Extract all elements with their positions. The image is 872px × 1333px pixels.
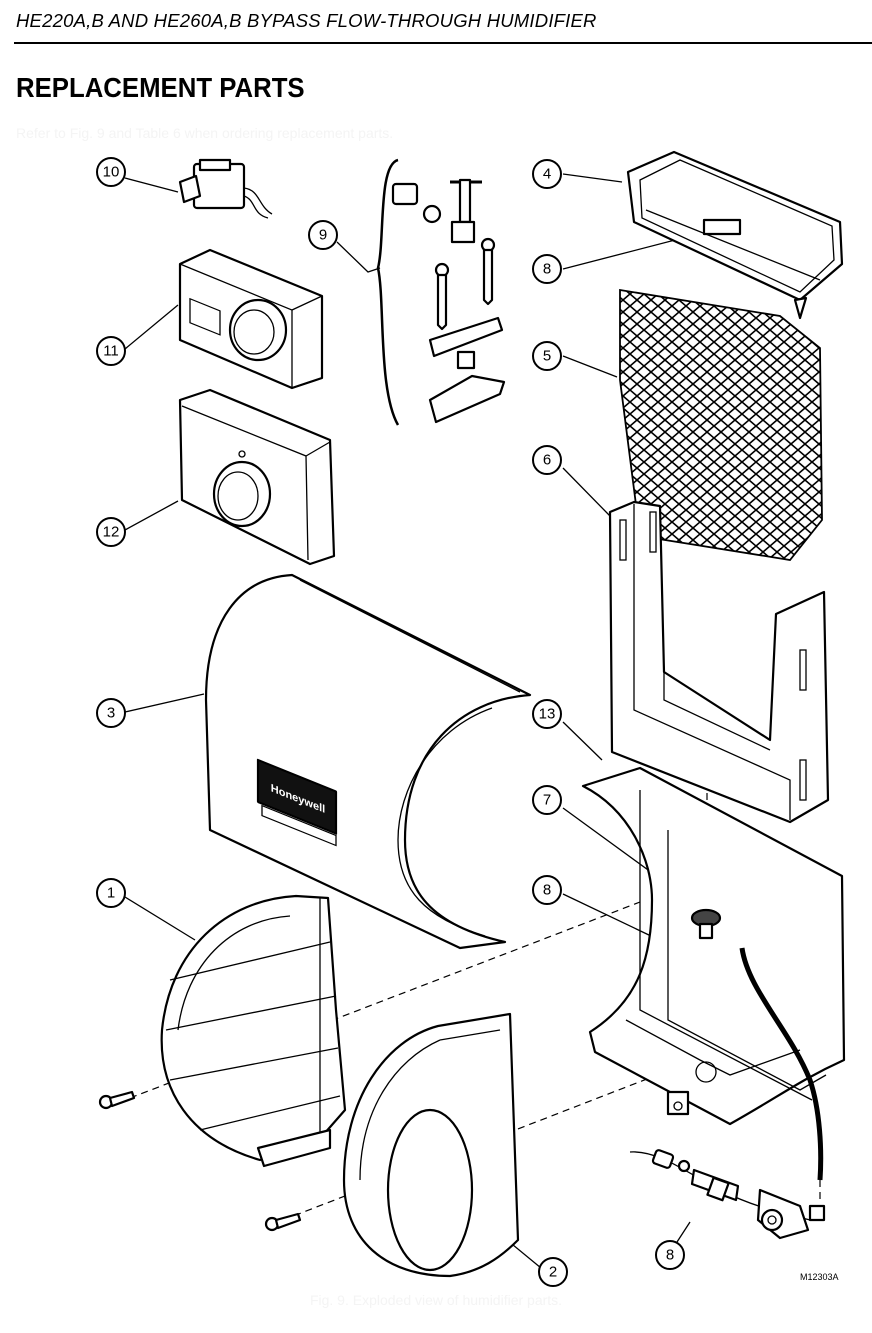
callout-8-bottom: 8 (655, 1240, 685, 1270)
callout-11: 11 (96, 336, 126, 366)
header-title: HE220A,B AND HE260A,B BYPASS FLOW-THROUG… (16, 10, 597, 31)
svg-text:9: 9 (319, 227, 327, 244)
header-rule (14, 42, 872, 44)
callout-7: 7 (532, 785, 562, 815)
intro-text: Refer to Fig. 9 and Table 6 when orderin… (16, 125, 394, 141)
humidistat-square-part (178, 248, 324, 390)
drain-grommet-part (690, 908, 722, 940)
humidistat-round-part (178, 388, 336, 566)
svg-text:6: 6 (543, 452, 551, 469)
callout-4: 4 (532, 159, 562, 189)
figure-caption: Fig. 9. Exploded view of humidifier part… (309, 1292, 563, 1308)
svg-text:10: 10 (103, 164, 120, 181)
callout-8-middle: 8 (532, 875, 562, 905)
callout-12: 12 (96, 517, 126, 547)
svg-text:8: 8 (543, 261, 551, 278)
evaporator-pad-part (619, 288, 823, 561)
callout-6: 6 (532, 445, 562, 475)
callout-13: 13 (532, 699, 562, 729)
svg-text:8: 8 (666, 1247, 674, 1264)
svg-text:7: 7 (543, 792, 551, 809)
section-title: REPLACEMENT PARTS (16, 72, 305, 103)
svg-text:3: 3 (107, 705, 115, 722)
transformer-part (178, 158, 273, 219)
svg-text:13: 13 (539, 706, 556, 723)
svg-text:8: 8 (543, 882, 551, 899)
svg-text:4: 4 (543, 166, 551, 183)
callout-1: 1 (96, 878, 126, 908)
pad-frame-part (608, 500, 830, 824)
svg-text:11: 11 (103, 343, 119, 360)
svg-text:12: 12 (103, 524, 120, 541)
callout-5: 5 (532, 341, 562, 371)
water-tube-part (739, 947, 824, 1181)
svg-text:1: 1 (107, 885, 115, 902)
valve-kit-part (376, 158, 506, 426)
callout-10: 10 (96, 157, 126, 187)
drawing-code: M12303A (800, 1272, 839, 1282)
callout-2: 2 (538, 1257, 568, 1287)
humidifier-cover-part: Honeywell (204, 573, 532, 950)
water-tray-part (626, 150, 844, 320)
callout-8-top: 8 (532, 254, 562, 284)
solenoid-valve-part (651, 1149, 826, 1240)
collar-part (342, 1012, 520, 1278)
callout-3: 3 (96, 698, 126, 728)
screws-part (98, 1090, 302, 1232)
callout-9: 9 (308, 220, 338, 250)
svg-text:2: 2 (549, 1264, 557, 1281)
svg-text:5: 5 (543, 348, 551, 365)
bypass-damper-part (160, 894, 347, 1168)
